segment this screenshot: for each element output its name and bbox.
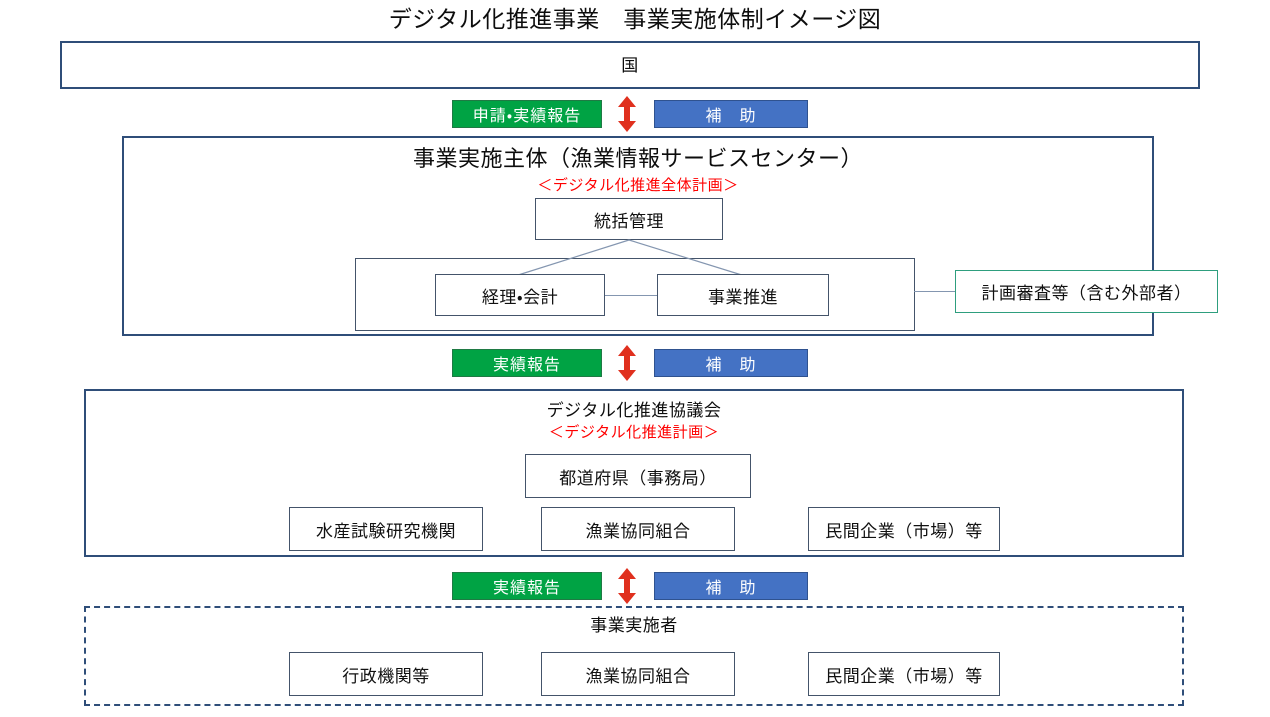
council-member-box-research: 水産試験研究機関 <box>289 507 483 551</box>
flow-bottom-subsidy-badge: 補 助 <box>654 572 808 600</box>
implementer-title: 事業実施主体（漁業情報サービスセンター） <box>412 146 863 171</box>
review-box: 計画審査等（含む外部者） <box>955 270 1218 313</box>
council-subtitle: ＜デジタル化推進計画＞ <box>548 424 720 441</box>
national-label: 国 <box>621 56 639 75</box>
council-member-box-cooperative: 漁業協同組合 <box>541 507 735 551</box>
council-secretariat-box: 都道府県（事務局） <box>525 454 751 498</box>
implementer-box: 事業実施主体（漁業情報サービスセンター） ＜デジタル化推進全体計画＞ 統括管理 … <box>122 136 1154 336</box>
flow-middle-subsidy-badge: 補 助 <box>654 349 808 377</box>
flow-top-subsidy-badge: 補 助 <box>654 100 808 128</box>
flow-middle-report-badge: 実績報告 <box>452 349 602 377</box>
executors-title: 事業実施者 <box>590 616 678 635</box>
division-box-accounting: 経理・会計 <box>435 274 605 316</box>
implementer-subtitle: ＜デジタル化推進全体計画＞ <box>537 177 739 194</box>
executor-box-cooperative: 漁業協同組合 <box>541 652 735 696</box>
council-box: デジタル化推進協議会 ＜デジタル化推進計画＞ 都道府県（事務局） 水産試験研究機… <box>84 389 1184 557</box>
red-double-arrow-icon <box>616 345 638 386</box>
division-link-line <box>605 295 657 296</box>
red-double-arrow-icon <box>616 568 638 609</box>
council-member-box-private: 民間企業（市場）等 <box>808 507 1000 551</box>
flow-bottom-report-badge: 実績報告 <box>452 572 602 600</box>
red-double-arrow-icon <box>616 96 638 137</box>
review-connector-line <box>914 291 956 292</box>
executor-box-private: 民間企業（市場）等 <box>808 652 1000 696</box>
division-box-promotion: 事業推進 <box>657 274 829 316</box>
council-title: デジタル化推進協議会 <box>546 401 722 420</box>
executor-box-government: 行政機関等 <box>289 652 483 696</box>
management-box: 統括管理 <box>535 198 723 240</box>
national-box: 国 <box>60 41 1200 89</box>
flow-top-report-badge: 申請・実績報告 <box>452 100 602 128</box>
page-title: デジタル化推進事業 事業実施体制イメージ図 <box>388 6 882 32</box>
division-connectors <box>514 239 746 277</box>
executors-box: 事業実施者 行政機関等 漁業協同組合 民間企業（市場）等 <box>84 606 1184 706</box>
